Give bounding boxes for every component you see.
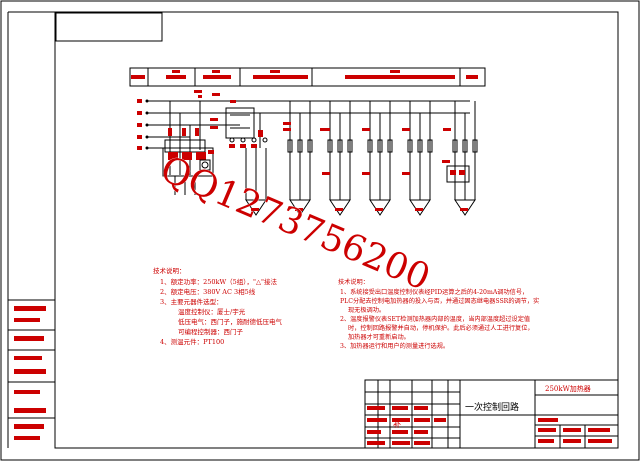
heater-branches [245, 101, 478, 216]
product-name: 250kW加热器 [545, 384, 591, 393]
stamp-char: 补 [393, 419, 401, 429]
tech-notes-right-heading: 技术说明： [338, 278, 369, 286]
tech-notes-left-line: 3、主要元器件选型： [160, 297, 223, 306]
instrument-box [162, 147, 214, 195]
tech-notes-left-line: 1、额定功率：250kW（5组），"△"接法 [160, 277, 278, 286]
heater-branch-2 [320, 101, 353, 216]
schematic-header-strip [129, 67, 486, 87]
tech-notes-right-line: 3、加热器运行和用户的测量进行选规。 [340, 342, 449, 350]
tech-notes-right-line: 现无极调功。 [348, 306, 385, 314]
heater-branch-1 [283, 101, 313, 216]
heater-branch-3 [362, 101, 393, 216]
tech-notes-right-line: 1、系统接受出口温度控制仪表经PID运算之后的4-20mA调功信号， [340, 288, 528, 296]
tech-notes-right: 技术说明： 1、系统接受出口温度控制仪表经PID运算之后的4-20mA调功信号，… [338, 278, 539, 350]
tech-notes-right-line: 时，控制回路报警并自动，停机保护。此后必须通过人工进行复位， [348, 324, 534, 332]
tech-notes-left-line: 4、测温元件：PT100 [160, 337, 224, 346]
left-revision-marks [8, 299, 55, 440]
watermark-text: QQ1273756200 [154, 149, 435, 299]
tech-notes-left-line: 2、额定电压：380V AC 3相5线 [160, 287, 256, 296]
top-left-title-box [55, 12, 163, 42]
tech-notes-left-line: 可编程控制器：西门子 [178, 327, 244, 336]
tech-notes-right-line: 2、温度报警仪表SET检测加热器内部的温度，当内部温度超过设定值 [340, 315, 530, 323]
branch-six [245, 148, 267, 216]
tech-notes-left-line: 温度控制仪：厦士/宇光 [178, 307, 246, 316]
heater-branch-4 [402, 101, 433, 216]
tech-notes-left-heading: 技术说明： [153, 266, 186, 275]
tech-notes-right-line: PLC分配去控制电加热器的投入与否，并通过固态继电器SSR的调节，实 [340, 297, 539, 305]
main-breaker-section [164, 93, 268, 175]
tech-notes-left: 技术说明： 1、额定功率：250kW（5组），"△"接法 2、额定电压：380V… [153, 266, 283, 346]
tech-notes-right-line: 加热器才可重新启动。 [348, 333, 410, 341]
drawing-name: 一次控制回路 [465, 401, 519, 413]
heater-branch-5 [442, 101, 478, 216]
title-block: 补 一次控制回路 250kW加热器 [364, 379, 619, 449]
tech-notes-left-line: 低压电气：西门子，施耐德低压电气 [178, 317, 283, 326]
incoming-bus [137, 90, 470, 150]
drawing-frame [54, 11, 619, 449]
